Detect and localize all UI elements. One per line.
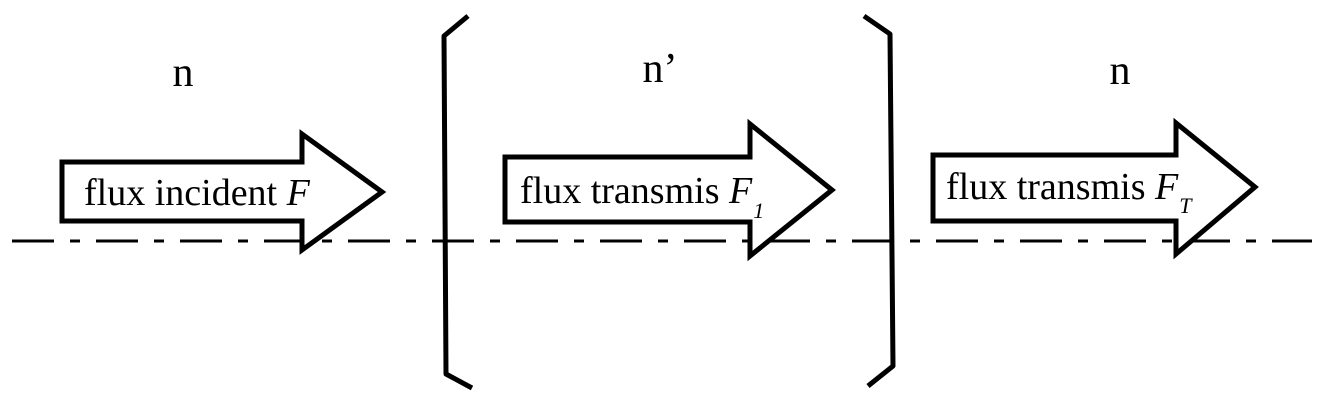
incident-flux-label: flux incident [84, 172, 287, 214]
transmitted-flux-1-variable: F [728, 170, 753, 212]
right-interface-bracket [862, 13, 896, 388]
svg-text:flux incident F: flux incident F [84, 172, 311, 214]
incident-flux-arrow: flux incident F [59, 129, 387, 255]
region-label-middle: n’ [643, 46, 678, 92]
transmitted-flux-T-variable: F [1154, 166, 1179, 208]
transmitted-flux-1-arrow: flux transmis F1 [502, 118, 836, 262]
transmitted-flux-1-arrow-shape [502, 118, 836, 262]
incident-flux-arrow-shape [59, 129, 387, 255]
svg-text:flux transmis FT: flux transmis FT [946, 166, 1193, 218]
incident-flux-variable: F [286, 172, 311, 214]
region-label-left: n [173, 50, 194, 96]
transmitted-flux-1-subscript: 1 [753, 198, 764, 223]
left-interface-bracket [441, 14, 474, 391]
transmitted-flux-T-arrow-shape [930, 117, 1259, 260]
region-label-right: n [1110, 48, 1131, 94]
transmitted-flux-T-label: flux transmis [946, 166, 1155, 208]
svg-text:flux transmis F1: flux transmis F1 [520, 170, 764, 223]
transmitted-flux-1-label: flux transmis [520, 170, 729, 212]
transmitted-flux-T-subscript: T [1179, 193, 1193, 218]
transmitted-flux-T-arrow: flux transmis FT [930, 117, 1259, 260]
